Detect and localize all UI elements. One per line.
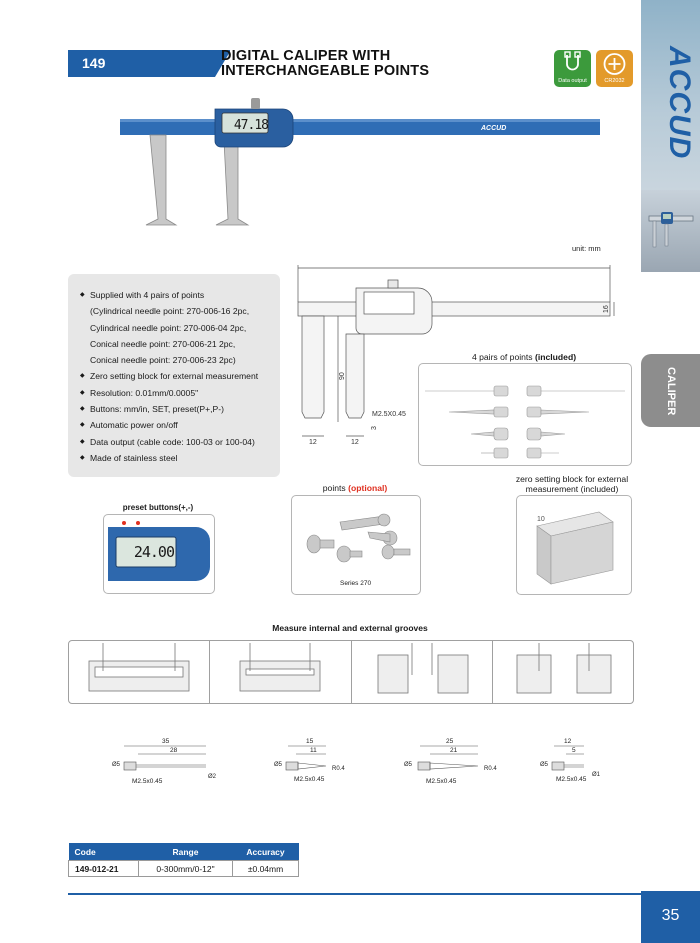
thread-label: M2.5X0.45: [372, 411, 406, 418]
feature-item: Buttons: mm/in, SET, preset(P+,P-): [80, 401, 280, 418]
p2-thread: M2.5x0.45: [294, 776, 325, 783]
brand-banner: [641, 0, 700, 190]
series-label: Series 270: [340, 580, 372, 587]
feature-item: Data output (cable code: 100-03 or 100-0…: [80, 434, 280, 451]
data-output-badge: Data output: [554, 50, 591, 87]
grooves-title: Measure internal and external grooves: [272, 623, 428, 633]
page-title: DIGITAL CALIPER WITH INTERCHANGEABLE POI…: [221, 49, 429, 79]
title-line-1: DIGITAL CALIPER WITH: [221, 48, 391, 64]
spec-code: 149-012-21: [68, 860, 139, 877]
p1-tip: 28: [170, 747, 178, 754]
p3-tip: 21: [450, 747, 458, 754]
groove-internal-b: [210, 641, 352, 703]
dim-12b: 12: [351, 439, 359, 446]
pairs-caption-text: 4 pairs of points: [471, 352, 535, 362]
feature-item: Resolution: 0.01mm/0.0005": [80, 385, 280, 402]
bottom-divider: [68, 893, 641, 895]
p2-total: 15: [306, 738, 314, 745]
p4-dia: Ø5: [540, 762, 549, 768]
spec-header-code: Code: [68, 843, 139, 861]
category-tab[interactable]: [641, 354, 700, 427]
block-caption-line-1: zero setting block for external: [515, 474, 629, 484]
p1-end: Ø2: [208, 774, 217, 780]
p2-tip: 11: [310, 747, 317, 754]
feature-item: Made of stainless steel: [80, 450, 280, 467]
block-caption: zero setting block for external measurem…: [507, 474, 637, 494]
caliper-thumbnail: [641, 190, 700, 272]
spec-header-range: Range: [138, 843, 233, 861]
point-drawing-3: 25 21 Ø5 M2.5x0.45 R0.4: [402, 738, 512, 788]
p3-total: 25: [446, 738, 454, 745]
preset-caption: preset buttons(+,-): [122, 503, 194, 512]
usb-plug-icon: [564, 51, 581, 71]
spec-header-row: Code Range Accuracy: [68, 843, 299, 861]
feature-item: Supplied with 4 pairs of points: [80, 287, 280, 304]
table-row: 149-012-21 0-300mm/0-12" ±0.04mm: [68, 860, 299, 877]
block-caption-line-2: measurement (included): [525, 484, 619, 494]
page-number: 35: [641, 891, 700, 943]
page-badge: 149: [68, 50, 231, 77]
feature-item: Conical needle point: 270-006-21 2pc,: [90, 338, 236, 349]
technical-drawing: 16 90 3 12 12 M2.5X0.45: [296, 262, 618, 447]
p4-end: Ø1: [592, 772, 601, 778]
groove-internal-a: [69, 641, 211, 703]
dim-3: 3: [371, 426, 378, 430]
p1-dia: Ø5: [112, 762, 121, 768]
point-drawing-2: 15 11 Ø5 M2.5x0.45 R0.4: [272, 738, 364, 788]
feature-item: Automatic power on/off: [80, 417, 280, 434]
battery-label: CR2032: [604, 78, 625, 84]
data-output-label: Data output: [558, 78, 587, 84]
p4-thread: M2.5x0.45: [556, 776, 587, 783]
p2-dia: Ø5: [274, 762, 283, 768]
title-line-2: INTERCHANGEABLE POINTS: [221, 63, 430, 79]
pairs-caption: 4 pairs of points (included): [418, 352, 630, 362]
points-panel: Series 270: [291, 495, 421, 595]
points-optional-label: (optional): [348, 483, 388, 493]
block-panel: 10: [516, 495, 632, 595]
p2-end: R0.4: [332, 766, 345, 772]
dim-12a: 12: [309, 439, 317, 446]
features-list: Supplied with 4 pairs of points (Cylindr…: [68, 274, 280, 467]
p1-thread: M2.5x0.45: [132, 778, 163, 785]
point-drawing-4: 12 5 Ø5 M2.5x0.45 Ø1: [538, 738, 610, 788]
product-photo: ACCUD 47.18: [118, 97, 602, 232]
groove-external-b: [493, 641, 633, 703]
feature-item: Cylindrical needle point: 270-006-04 2pc…: [90, 322, 247, 333]
grooves-strip: [68, 640, 634, 704]
feature-item: Zero setting block for external measurem…: [80, 368, 280, 385]
pairs-caption-included: (included): [535, 352, 577, 362]
p3-end: R0.4: [484, 766, 497, 772]
p4-total: 12: [564, 738, 572, 745]
brand-logo: ACCUD: [663, 46, 696, 160]
groove-external-a: [352, 641, 493, 703]
unit-note: unit: mm: [572, 244, 601, 253]
battery-coin-icon: [603, 53, 626, 75]
category-tab-label: CALIPER: [665, 366, 677, 416]
spec-range: 0-300mm/0-12": [138, 860, 233, 877]
p3-thread: M2.5x0.45: [426, 778, 457, 785]
lcd-display-value: 47.18: [233, 118, 269, 133]
feature-item: Conical needle point: 270-006-23 2pc): [90, 355, 236, 366]
spec-table: Code Range Accuracy 149-012-21 0-300mm/0…: [68, 843, 299, 877]
beam-brand-text: ACCUD: [480, 125, 506, 132]
battery-badge: CR2032: [596, 50, 633, 87]
preset-display-value: 24.00: [133, 543, 175, 561]
dim-90: 90: [339, 372, 346, 380]
p1-total: 35: [162, 738, 170, 745]
spec-accuracy: ±0.04mm: [232, 860, 299, 877]
p3-dia: Ø5: [404, 762, 413, 768]
features-box: Supplied with 4 pairs of points (Cylindr…: [68, 274, 280, 477]
block-mark: 10: [537, 516, 545, 523]
pairs-panel: [418, 363, 632, 466]
point-drawing-1: 35 28 Ø5 M2.5x0.45 Ø2: [110, 738, 220, 788]
points-caption: points (optional): [291, 483, 419, 493]
spec-header-accuracy: Accuracy: [232, 843, 299, 861]
feature-item: (Cylindrical needle point: 270-006-16 2p…: [90, 306, 250, 317]
points-caption-text: points: [322, 483, 349, 493]
dim-16: 16: [603, 305, 610, 313]
preset-panel: 24.00: [103, 514, 215, 594]
p4-tip: 5: [572, 747, 576, 754]
